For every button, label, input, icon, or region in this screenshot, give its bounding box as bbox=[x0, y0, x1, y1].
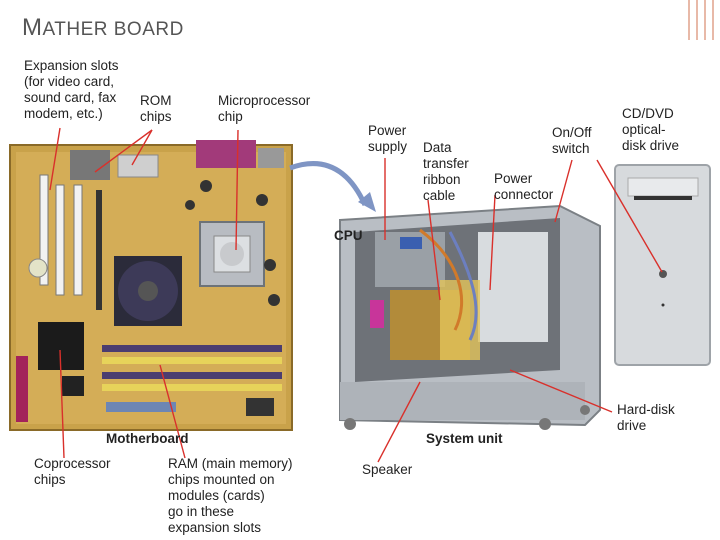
leader-lines bbox=[49, 127, 663, 463]
label-ram: RAM (main memory) chips mounted on modul… bbox=[168, 456, 293, 535]
label-cpu: CPU bbox=[334, 228, 363, 243]
label-system-unit: System unit bbox=[426, 431, 503, 446]
label-data-transfer-cable: Data transfer ribbon cable bbox=[423, 140, 469, 203]
label-on-off-switch: On/Off switch bbox=[552, 125, 592, 156]
label-rom-chips: ROM chips bbox=[140, 93, 172, 124]
corner-decoration bbox=[688, 0, 714, 40]
label-expansion-slots: Expansion slots (for video card, sound c… bbox=[24, 58, 119, 121]
label-power-supply: Power supply bbox=[368, 123, 408, 154]
label-speaker: Speaker bbox=[362, 462, 413, 477]
label-coprocessor-chips: Coprocessor chips bbox=[34, 456, 111, 487]
label-cd-dvd-drive: CD/DVD optical- disk drive bbox=[622, 106, 680, 153]
label-motherboard: Motherboard bbox=[106, 431, 189, 446]
transition-arrow bbox=[289, 161, 376, 212]
label-power-connector: Power connector bbox=[494, 171, 554, 202]
motherboard-image bbox=[9, 140, 293, 431]
label-microprocessor-chip: Microprocessor chip bbox=[218, 93, 311, 124]
system-unit-image bbox=[339, 204, 601, 430]
tower-image bbox=[614, 164, 711, 366]
label-hard-disk-drive: Hard-disk drive bbox=[617, 402, 675, 433]
slide-title: MATHER BOARD bbox=[22, 14, 184, 41]
